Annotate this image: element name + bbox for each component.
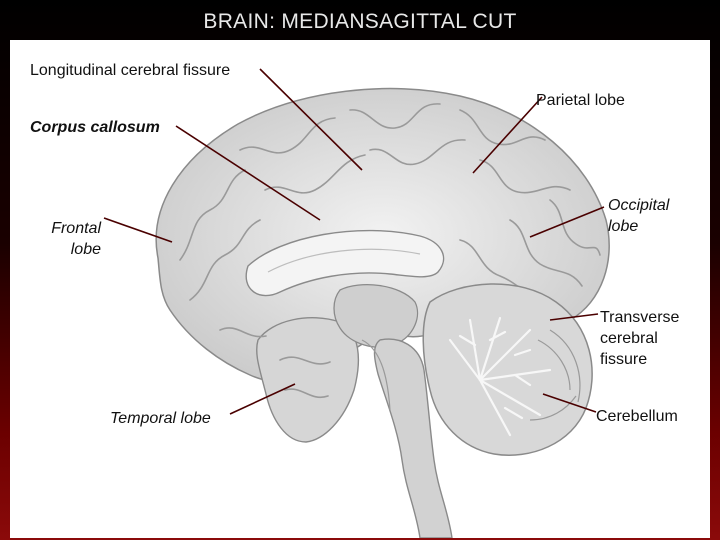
leader-lines	[103, 68, 605, 415]
label-corpus-callosum: Corpus callosum	[30, 119, 160, 136]
label-occipital-line2: lobe	[608, 218, 639, 235]
leader-transverse	[549, 313, 599, 321]
label-occipital-line1: Occipital	[608, 197, 670, 214]
temporal-lobe-shape	[256, 316, 359, 443]
arbor-vitae	[448, 316, 552, 437]
label-parietal-lobe: Parietal lobe	[536, 92, 625, 109]
leader-longitudinal	[259, 68, 363, 171]
leader-frontal	[103, 217, 173, 243]
label-frontal-line2: lobe	[70, 241, 101, 258]
diagram-panel: Longitudinal cerebral fissure Parietal l…	[10, 40, 710, 538]
slide-title: BRAIN: MEDIANSAGITTAL CUT	[203, 10, 517, 33]
label-transverse-line1: Transverse	[600, 309, 680, 326]
label-transverse-line3: fissure	[600, 351, 648, 368]
leader-corpus	[175, 125, 321, 221]
label-cerebellum: Cerebellum	[596, 408, 678, 425]
label-transverse-fissure: Transverse cerebral fissure	[600, 307, 679, 370]
brain-illustration	[103, 68, 610, 538]
brainstem-shape	[373, 338, 453, 538]
leader-temporal	[229, 383, 296, 415]
label-transverse-line2: cerebral	[600, 330, 658, 347]
label-temporal-lobe: Temporal lobe	[110, 410, 211, 427]
label-frontal-line1: Frontal	[51, 220, 101, 237]
leader-occipital	[529, 206, 605, 238]
label-longitudinal-fissure: Longitudinal cerebral fissure	[30, 62, 231, 79]
cerebellum-shape	[422, 283, 593, 456]
label-occipital-lobe: Occipital lobe	[608, 195, 669, 237]
label-frontal-lobe: Frontal lobe	[43, 218, 101, 260]
corpus-callosum-shape	[245, 229, 445, 297]
leader-parietal	[472, 96, 543, 174]
leader-cerebellum	[542, 393, 597, 413]
